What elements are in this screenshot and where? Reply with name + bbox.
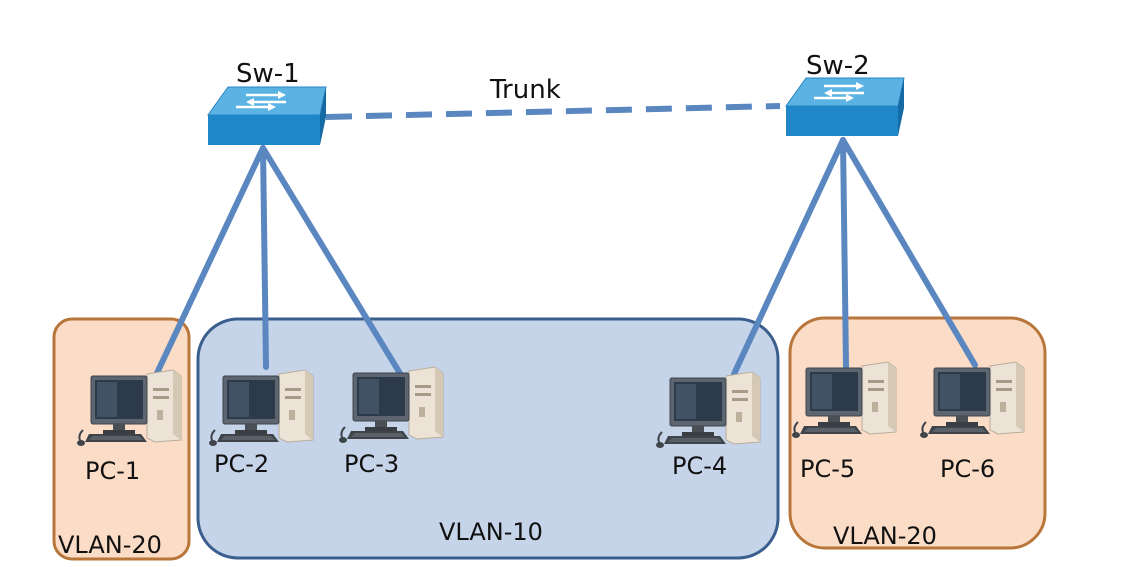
trunk-link xyxy=(325,103,781,120)
link-sw2-pc5 xyxy=(840,137,849,370)
pc-label: PC-2 xyxy=(214,450,269,478)
desktop-computer-icon xyxy=(919,361,1025,439)
switch-label-sw1: Sw-1 xyxy=(236,59,300,89)
switch-icon xyxy=(784,76,906,138)
pc-label: PC-6 xyxy=(940,455,995,483)
switch-label-sw2: Sw-2 xyxy=(806,51,870,81)
vlan-label: VLAN-20 xyxy=(58,531,162,559)
pc-label: PC-5 xyxy=(800,455,855,483)
desktop-computer-icon xyxy=(208,369,314,447)
pc-label: PC-3 xyxy=(344,450,399,478)
link-sw1-pc1 xyxy=(154,145,266,376)
desktop-computer-icon xyxy=(655,371,761,449)
switch-icon xyxy=(206,85,328,147)
desktop-computer-icon xyxy=(791,361,897,439)
link-sw2-pc6 xyxy=(840,137,978,368)
link-sw1-pc2 xyxy=(260,145,269,370)
desktop-computer-icon xyxy=(76,369,182,447)
desktop-computer-icon xyxy=(338,366,444,444)
vlan10-region xyxy=(196,317,780,560)
vlan-label: VLAN-20 xyxy=(833,522,937,550)
trunk-label: Trunk xyxy=(489,75,561,105)
pc-label: PC-1 xyxy=(85,457,140,485)
pc-label: PC-4 xyxy=(672,452,727,480)
link-sw1-pc3 xyxy=(260,145,404,378)
vlan-label: VLAN-10 xyxy=(439,518,543,546)
link-sw2-pc4 xyxy=(731,137,846,377)
